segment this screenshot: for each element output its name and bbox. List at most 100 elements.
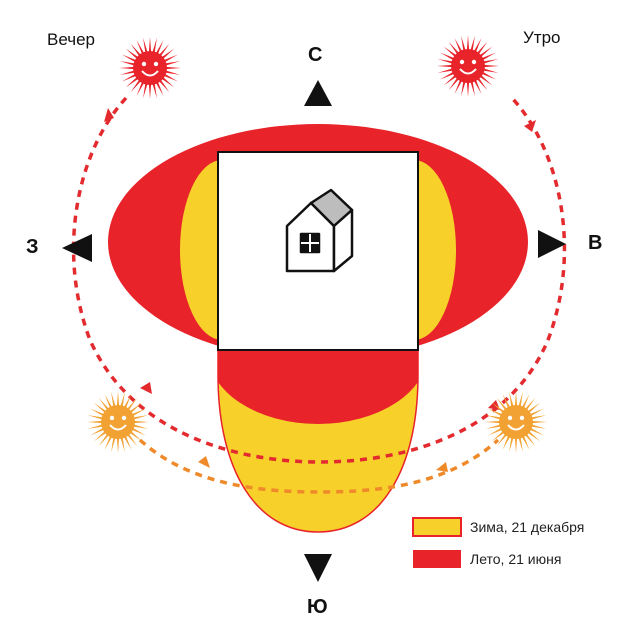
- sun-ray: [448, 77, 459, 91]
- arrow-icon: [524, 120, 536, 132]
- sun-ray: [120, 437, 125, 453]
- sun-ray: [491, 431, 505, 442]
- sun-ray: [116, 437, 120, 453]
- sun-ray: [502, 394, 511, 409]
- sun-ray: [466, 35, 470, 51]
- sun-ray: [437, 68, 453, 73]
- sun-ray: [122, 73, 137, 82]
- arrow-icon: [436, 462, 448, 472]
- sun-ray: [443, 75, 457, 86]
- sun-ray: [481, 52, 496, 61]
- sun-ray: [509, 391, 514, 407]
- sun-icon: [437, 35, 499, 97]
- sun-icon: [87, 391, 149, 453]
- sun-ray: [443, 46, 457, 57]
- sun-ray: [123, 435, 132, 450]
- sun-ray: [98, 433, 109, 447]
- sun-ray: [470, 35, 475, 51]
- sun-ray: [87, 420, 103, 424]
- sun-ray: [466, 81, 470, 97]
- morning-label: Утро: [523, 28, 561, 47]
- sun-ray: [133, 424, 149, 429]
- arrow-icon: [104, 108, 114, 122]
- sun-eye: [153, 61, 159, 67]
- sun-eye: [471, 59, 477, 65]
- sun-ray: [448, 41, 459, 55]
- sun-ray: [502, 435, 511, 450]
- sun-ray: [161, 77, 175, 88]
- house-icon: [285, 188, 354, 273]
- sun-ray: [483, 68, 499, 73]
- sun-icon: [119, 37, 181, 99]
- arrow-icon: [140, 382, 152, 394]
- sun-ray: [116, 391, 120, 407]
- legend-winter-label: Зима, 21 декабря: [470, 519, 585, 535]
- sun-ray: [133, 415, 149, 420]
- sun-ray: [479, 46, 493, 57]
- sun-face: [451, 49, 485, 83]
- sun-ray: [496, 397, 507, 411]
- east-label: В: [588, 232, 603, 254]
- west-label: З: [26, 236, 39, 258]
- sun-ray: [119, 61, 135, 66]
- sun-ray: [93, 431, 107, 442]
- sun-ray: [130, 43, 141, 57]
- sun-face: [499, 405, 533, 439]
- sun-ray: [488, 408, 503, 417]
- sun-ray: [477, 41, 488, 55]
- sun-ray: [143, 83, 148, 99]
- sun-ray: [496, 433, 507, 447]
- sun-ray: [473, 79, 482, 94]
- sun-ray: [111, 391, 116, 407]
- sun-ray: [440, 71, 455, 80]
- south-arrow-icon: [304, 554, 332, 582]
- sun-smile: [141, 70, 159, 77]
- sun-ray: [90, 408, 105, 417]
- sun-ray: [152, 37, 157, 53]
- sun-ray: [525, 397, 536, 411]
- sun-ray: [440, 52, 455, 61]
- sun-ray: [481, 71, 496, 80]
- sun-ray: [148, 37, 152, 53]
- sun-ray: [477, 77, 488, 91]
- sun-smile: [507, 424, 525, 431]
- sun-eye: [121, 415, 127, 421]
- sun-ray: [120, 391, 125, 407]
- sun-ray: [531, 420, 547, 424]
- sun-ray: [125, 48, 139, 59]
- north-arrow-icon: [304, 80, 332, 106]
- sun-ray: [514, 437, 518, 453]
- sun-ray: [87, 415, 103, 420]
- sun-ray: [485, 424, 501, 429]
- legend-swatch-summer: [413, 550, 461, 568]
- sun-face: [101, 405, 135, 439]
- sun-ray: [119, 66, 135, 70]
- sun-ray: [461, 81, 466, 97]
- sun-ray: [143, 37, 148, 53]
- sun-ray: [90, 427, 105, 436]
- sun-ray: [159, 79, 170, 93]
- legend-summer-label: Лето, 21 июня: [470, 551, 562, 567]
- summer-sun-path: [71, 96, 567, 464]
- sun-ray: [525, 433, 536, 447]
- sun-smile: [459, 68, 477, 75]
- sun-ray: [454, 38, 463, 53]
- sun-ray: [491, 402, 505, 413]
- sun-ray: [163, 54, 178, 63]
- sun-ray: [485, 415, 501, 420]
- sun-ray: [163, 73, 178, 82]
- sun-ray: [155, 40, 164, 55]
- sun-ray: [93, 402, 107, 413]
- sun-eye: [141, 61, 147, 67]
- sun-ray: [165, 66, 181, 70]
- sun-ray: [148, 83, 152, 99]
- sun-ray: [119, 70, 135, 75]
- evening-label: Вечер: [47, 30, 95, 49]
- sun-ray: [136, 81, 145, 96]
- sun-ray: [104, 435, 113, 450]
- sun-ray: [437, 64, 453, 68]
- sun-ray: [129, 431, 143, 442]
- sun-ray: [127, 433, 138, 447]
